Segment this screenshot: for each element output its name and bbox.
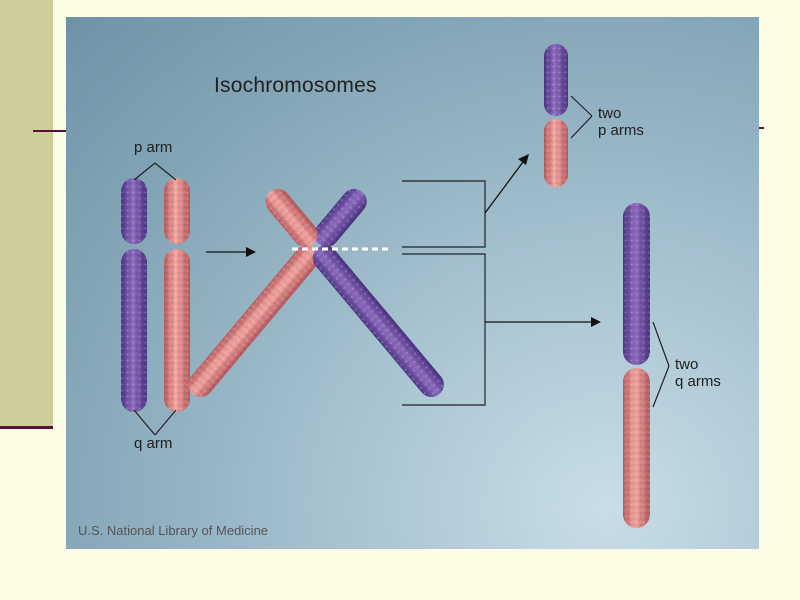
two-q-arms-label-line1: two <box>675 356 698 373</box>
figure-credit: U.S. National Library of Medicine <box>78 523 268 538</box>
isochromosome-two-q-arms <box>623 203 650 528</box>
two-p-arms-bracket <box>571 96 592 138</box>
arrow-to-two-p-arms <box>485 154 529 213</box>
two-q-arms-label-line2: q arms <box>675 373 721 390</box>
transition-arrow-1 <box>206 247 256 257</box>
q-arm-label: q arm <box>134 435 172 452</box>
q-arm-pointer-lines <box>134 410 176 435</box>
crossed-chromosome <box>183 184 449 402</box>
p-arm-label: p arm <box>134 139 172 156</box>
two-p-arms-label-line2: p arms <box>598 122 644 139</box>
slide-band-rule <box>0 426 53 429</box>
two-q-arms-bracket <box>653 322 669 407</box>
isochromosome-two-p-arms <box>544 44 568 187</box>
diagram-canvas <box>66 17 759 549</box>
slide-left-band <box>0 0 53 428</box>
two-p-arms-label-line1: two <box>598 105 621 122</box>
figure-title: Isochromosomes <box>214 74 377 98</box>
isochromosome-figure: Isochromosomes p arm q arm two p arms tw… <box>66 17 759 549</box>
upper-bracket <box>402 181 485 247</box>
arrow-to-two-q-arms <box>485 317 601 327</box>
p-arm-pointer-lines <box>134 163 176 180</box>
normal-chromosome-pair <box>121 178 190 412</box>
